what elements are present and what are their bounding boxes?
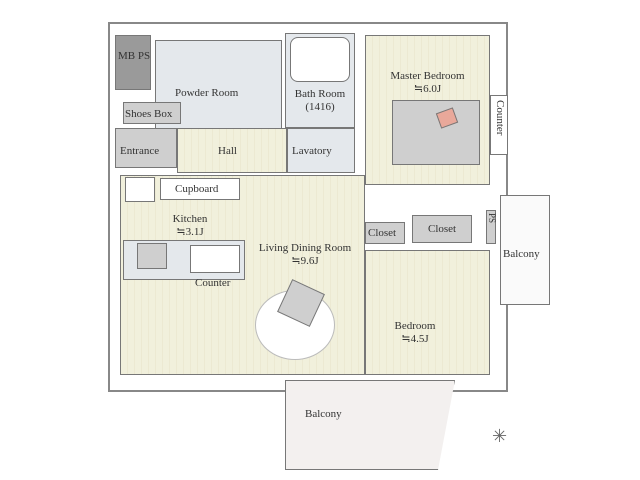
balcony-right-label: Balcony [503, 248, 540, 260]
living-dining-label: Living Dining Room [258, 242, 352, 254]
closet-left-label: Closet [368, 227, 397, 239]
closet-left [365, 222, 405, 244]
counter-master-label: Counter [494, 100, 506, 136]
ps-shaft [486, 210, 496, 244]
lavatory [287, 128, 355, 173]
counter-master [490, 95, 508, 155]
master-bedroom-size: ≒6.0J [413, 83, 442, 95]
hall-label: Hall [218, 145, 237, 157]
cupboard [160, 178, 240, 200]
bathtub-icon [290, 37, 350, 82]
powder-room-label: Powder Room [175, 87, 239, 99]
fridge [125, 177, 155, 202]
bath-size-label: (1416) [305, 101, 335, 113]
stove-icon [137, 243, 167, 269]
closet-right-label: Closet [428, 223, 457, 235]
compass-icon: ✳ [492, 426, 508, 446]
shoes-box-label: Shoes Box [125, 108, 173, 120]
bedroom-label: Bedroom [394, 320, 436, 332]
lavatory-label: Lavatory [292, 145, 332, 157]
closet-right [412, 215, 472, 243]
hall [177, 128, 287, 173]
balcony-bottom [285, 380, 455, 470]
bath-room-label: Bath Room [294, 88, 346, 100]
living-dining-size: ≒9.6J [291, 255, 319, 267]
counter-kitchen-label: Counter [195, 277, 231, 289]
sink-icon [190, 245, 240, 273]
mbps-room [115, 35, 151, 90]
balcony-bottom-label: Balcony [305, 408, 342, 420]
bedroom-size: ≒4.5J [401, 333, 429, 345]
entrance [115, 128, 177, 168]
ps-label: PS [487, 213, 497, 224]
kitchen-label: Kitchen [172, 213, 208, 225]
entrance-label: Entrance [120, 145, 160, 157]
balcony-right [500, 195, 550, 305]
kitchen-size: ≒3.1J [176, 226, 204, 238]
bed-icon [392, 100, 480, 165]
shoes-box [123, 102, 181, 124]
mbps-label: MB PS [118, 50, 151, 62]
bedroom [365, 250, 490, 375]
cupboard-label: Cupboard [175, 183, 219, 195]
master-bedroom-label: Master Bedroom [390, 70, 465, 82]
